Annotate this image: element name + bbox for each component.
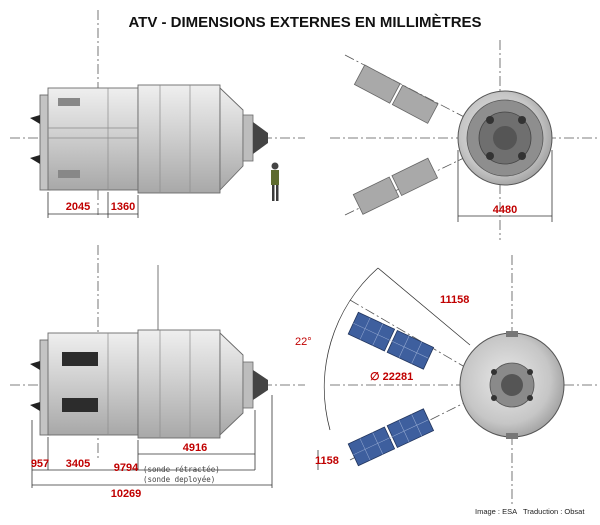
dim-diameter: ∅ 22281 [370,371,413,383]
dim-9794: 9794 [114,462,139,474]
angle-22: 22° [295,336,312,348]
atv-front-view-top: 4480 [330,40,598,240]
credit-image: Image : ESA [475,507,517,516]
note-retracted: (sonde rétractée) [143,465,220,474]
dim-4480: 4480 [493,204,517,216]
atv-front-view-bottom: 22° 11158 ∅ 22281 1158 [295,255,598,505]
credit-translation: Traduction : Obsat [523,507,585,516]
dim-3405: 3405 [66,458,90,470]
dim-10269: 10269 [111,488,142,500]
note-deployed: (sonde deployée) [143,475,215,484]
atv-side-view-bottom: 957 3405 4916 9794 (sonde rétractée) (so… [10,245,305,500]
page-title: ATV - DIMENSIONS EXTERNES EN MILLIMÈTRES [128,14,481,31]
dim-2045: 2045 [66,201,90,213]
dim-11158: 11158 [440,294,469,306]
dim-1158: 1158 [315,455,339,467]
human-figure [271,162,279,201]
atv-side-view-top: 2045 1360 [10,10,305,218]
dim-1360: 1360 [111,201,135,213]
dim-4916: 4916 [183,442,207,454]
dim-957: 957 [31,458,49,470]
